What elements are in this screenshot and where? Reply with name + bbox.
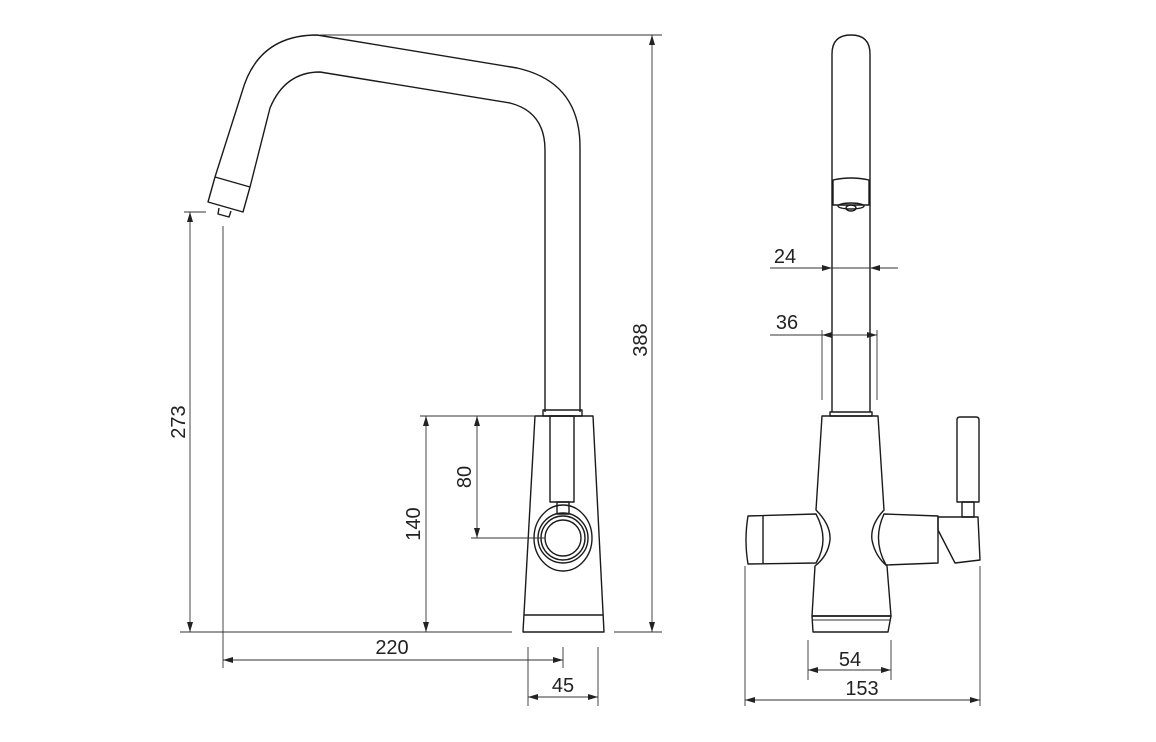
dim-lever-height: 80 [454, 466, 476, 488]
tap-body [522, 415, 605, 633]
dim-base-width: 54 [839, 649, 861, 671]
left-handle [745, 513, 824, 565]
dim-spout-reach: 220 [375, 637, 408, 659]
dimension-lines-side [180, 34, 662, 706]
dim-body-depth: 45 [552, 675, 574, 697]
dim-total-height: 388 [630, 323, 652, 356]
side-lever [937, 416, 981, 564]
right-handle [877, 513, 939, 566]
dimension-lines-front [744, 265, 981, 706]
dim-spout-base-width: 36 [776, 312, 798, 334]
side-view: 388 273 140 80 220 45 [168, 34, 662, 706]
spout-outline [207, 34, 583, 417]
spout-front [829, 34, 873, 417]
dim-spout-width: 24 [774, 246, 796, 268]
body-front [811, 415, 892, 633]
dim-total-width: 153 [845, 678, 878, 700]
dim-spout-outlet-height: 273 [168, 405, 190, 438]
front-view: 24 36 54 153 [744, 34, 981, 706]
dim-body-height: 140 [403, 507, 425, 540]
